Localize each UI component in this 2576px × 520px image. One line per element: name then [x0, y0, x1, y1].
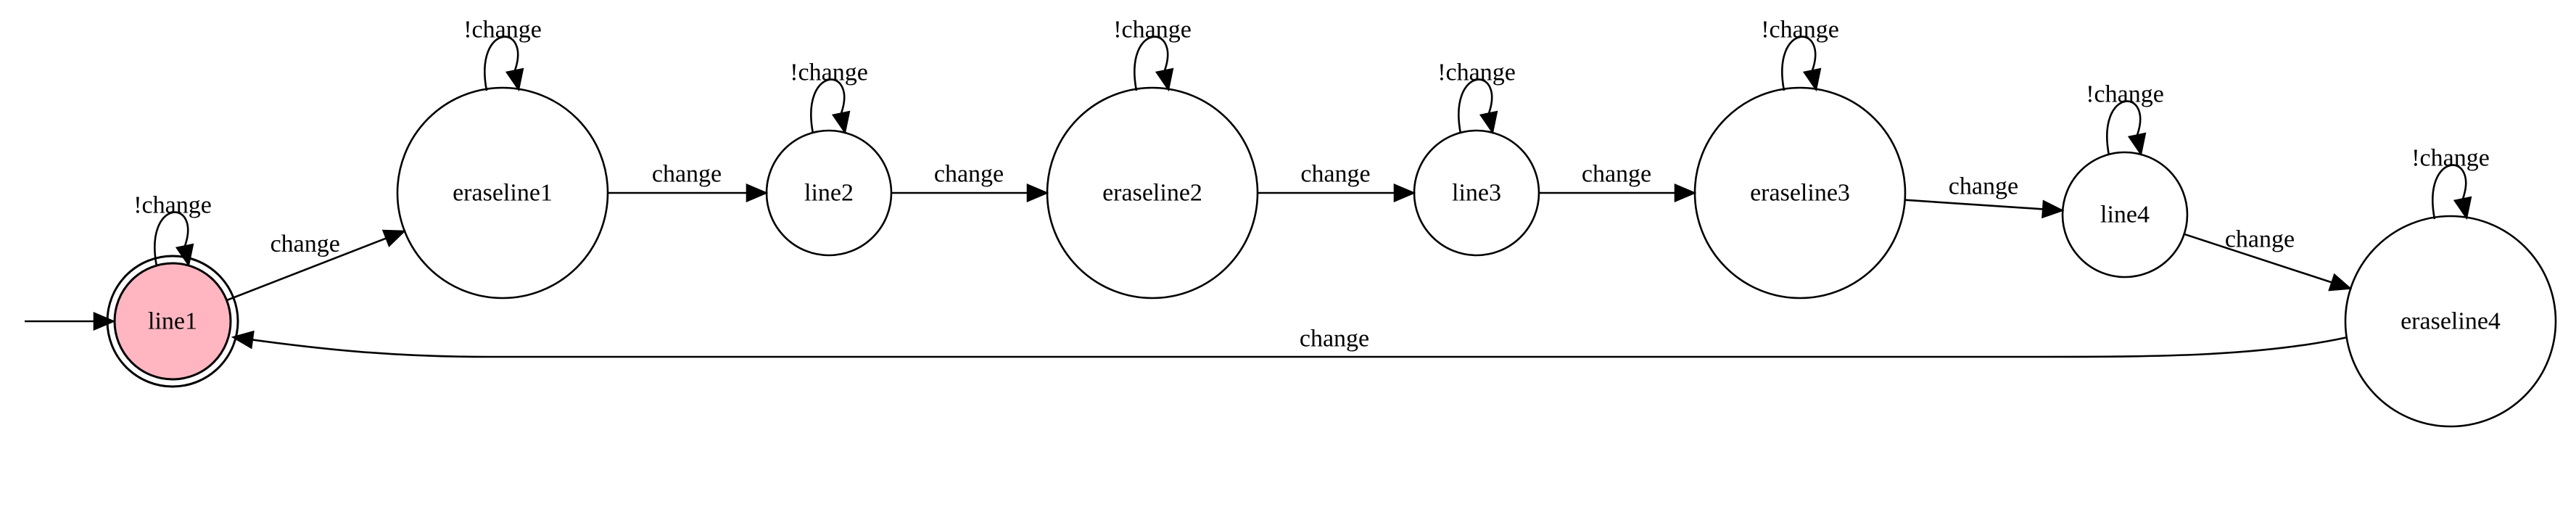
loop-arrow-head-eraseline4 — [2453, 196, 2472, 220]
edge-eraseline3-line4 — [1904, 199, 2044, 210]
state-eraseline2 — [1046, 86, 1259, 300]
self-loop-line2 — [810, 78, 846, 134]
edge-arrow-head-line2-eraseline2 — [1026, 183, 1049, 202]
loop-arrow-head-line2 — [831, 110, 851, 135]
self-loop-eraseline3 — [1781, 36, 1817, 91]
edge-label-line1-eraseline1: change — [271, 231, 340, 257]
loop-label-eraseline1: !change — [463, 17, 542, 44]
state-eraseline3 — [1693, 86, 1907, 300]
state-label-eraseline3: eraseline3 — [1750, 180, 1850, 207]
self-loop-eraseline2 — [1134, 36, 1169, 91]
labels-layer: !change change !change change !change change!… — [133, 17, 2501, 352]
edge-line1-eraseline1 — [226, 237, 387, 302]
self-loop-eraseline1 — [484, 36, 519, 91]
edge-arrow-head-line3-eraseline3 — [1674, 183, 1697, 202]
loop-label-eraseline4: !change — [2411, 145, 2490, 172]
state-label-eraseline4: eraseline4 — [2400, 308, 2501, 335]
loop-label-line2: !change — [790, 59, 868, 86]
edge-label-line4-eraseline4: change — [2225, 226, 2295, 253]
edge-arrow-head-eraseline2-line3 — [1393, 183, 1416, 202]
state-line1-outer-ring — [106, 255, 239, 388]
self-loop-line1 — [154, 211, 189, 267]
edge-line4-eraseline4 — [2184, 233, 2332, 284]
loop-label-eraseline2: !change — [1113, 17, 1192, 44]
edge-arrow-head-eraseline3-line4 — [2042, 199, 2065, 219]
state-label-line3: line3 — [1452, 180, 1501, 207]
loop-label-line3: !change — [1437, 59, 1516, 86]
states-layer — [106, 86, 2557, 428]
state-eraseline1 — [396, 86, 609, 300]
state-eraseline4 — [2344, 215, 2557, 428]
edge-arrow-head-line4-eraseline4 — [2328, 273, 2353, 292]
loop-arrow-head-line3 — [1479, 110, 1498, 135]
loop-arrow-head-eraseline2 — [1155, 67, 1174, 92]
self-loop-eraseline4 — [2432, 164, 2467, 220]
return-edge-label: change — [1300, 326, 1369, 352]
loop-label-line1: !change — [133, 192, 212, 219]
transitions-layer — [25, 36, 2472, 358]
loop-label-line4: !change — [2086, 81, 2164, 108]
state-label-eraseline1: eraseline1 — [453, 180, 553, 207]
edge-label-line2-eraseline2: change — [934, 161, 1004, 188]
return-edge — [252, 336, 2348, 358]
state-label-eraseline2: eraseline2 — [1102, 180, 1202, 207]
loop-arrow-head-line4 — [2127, 132, 2147, 157]
edge-label-line3-eraseline3: change — [1582, 161, 1651, 188]
return-arrow-head — [231, 330, 255, 350]
loop-arrow-head-eraseline1 — [505, 67, 524, 92]
self-loop-line4 — [2106, 100, 2142, 156]
loop-arrow-head-eraseline3 — [1802, 67, 1822, 92]
edge-arrow-head-line1-eraseline1 — [381, 229, 407, 247]
state-line1 — [113, 262, 232, 381]
loop-label-eraseline3: !change — [1761, 17, 1839, 44]
state-label-line4: line4 — [2100, 202, 2150, 228]
initial-arrow-head — [93, 312, 116, 331]
state-line3 — [1413, 129, 1540, 257]
edge-label-eraseline1-line2: change — [652, 161, 722, 188]
edge-label-eraseline3-line4: change — [1949, 173, 2018, 199]
loop-arrow-head-line1 — [175, 243, 194, 268]
state-label-line1: line1 — [148, 308, 197, 335]
edge-arrow-head-eraseline1-line2 — [746, 183, 769, 202]
self-loop-line3 — [1458, 78, 1493, 134]
state-label-line2: line2 — [804, 180, 854, 207]
edge-label-eraseline2-line3: change — [1300, 161, 1370, 188]
state-line2 — [765, 129, 893, 257]
state-line4 — [2061, 151, 2189, 278]
